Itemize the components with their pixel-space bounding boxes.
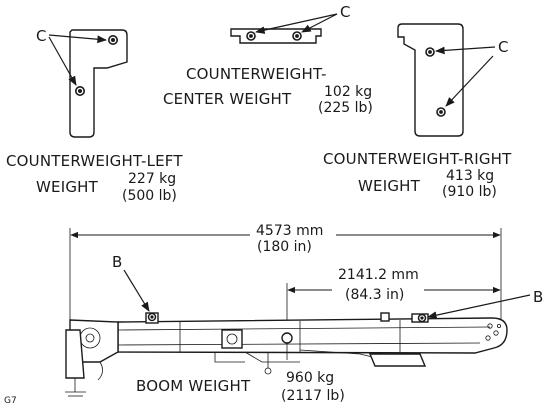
left-weight-lb: (500 lb) [122, 188, 177, 204]
cg-distance-in: (84.3 in) [345, 287, 404, 303]
right-weight-word: WEIGHT [358, 177, 421, 195]
boom-callout-b-left: B [112, 253, 122, 271]
center-weight-name-1: COUNTERWEIGHT- [186, 65, 327, 83]
right-weight-name: COUNTERWEIGHT-RIGHT [323, 150, 512, 168]
right-counterweight-plate [397, 23, 464, 137]
center-weight-lb: (225 lb) [318, 100, 373, 116]
overall-length-mm: 4573 mm [256, 223, 323, 239]
left-callout-c: C [36, 27, 46, 45]
right-callout-c: C [498, 38, 508, 56]
boom-callout-b-right: B [533, 288, 543, 306]
overall-length-in: (180 in) [257, 239, 312, 255]
center-callout-c: C [340, 3, 350, 21]
left-weight-kg: 227 kg [128, 171, 176, 187]
figure-id: G7 [4, 396, 17, 406]
right-weight-lb: (910 lb) [442, 184, 497, 200]
boom-weight-lb: (2117 lb) [281, 388, 345, 404]
left-weight-word: WEIGHT [36, 178, 99, 196]
left-counterweight-plate [69, 29, 128, 138]
center-counterweight-group: C COUNTERWEIGHT- CENTER WEIGHT 102 kg (2… [163, 3, 373, 116]
boom-weight-kg: 960 kg [286, 370, 334, 386]
center-weight-name-2: CENTER WEIGHT [163, 90, 292, 108]
center-counterweight-plate [230, 28, 322, 44]
center-weight-kg: 102 kg [324, 84, 372, 100]
right-counterweight-group: C COUNTERWEIGHT-RIGHT WEIGHT 413 kg (910… [323, 23, 512, 200]
cg-distance-mm: 2141.2 mm [338, 267, 419, 283]
left-weight-name: COUNTERWEIGHT-LEFT [6, 152, 183, 170]
right-weight-kg: 413 kg [446, 168, 494, 184]
boom-weight-label: BOOM WEIGHT [136, 377, 251, 395]
boom-dimensions: 4573 mm (180 in) 2141.2 mm (84.3 in) [69, 222, 502, 328]
left-counterweight-group: C COUNTERWEIGHT-LEFT WEIGHT 227 kg (500 … [6, 27, 183, 204]
boom-assembly: B B [65, 253, 543, 397]
